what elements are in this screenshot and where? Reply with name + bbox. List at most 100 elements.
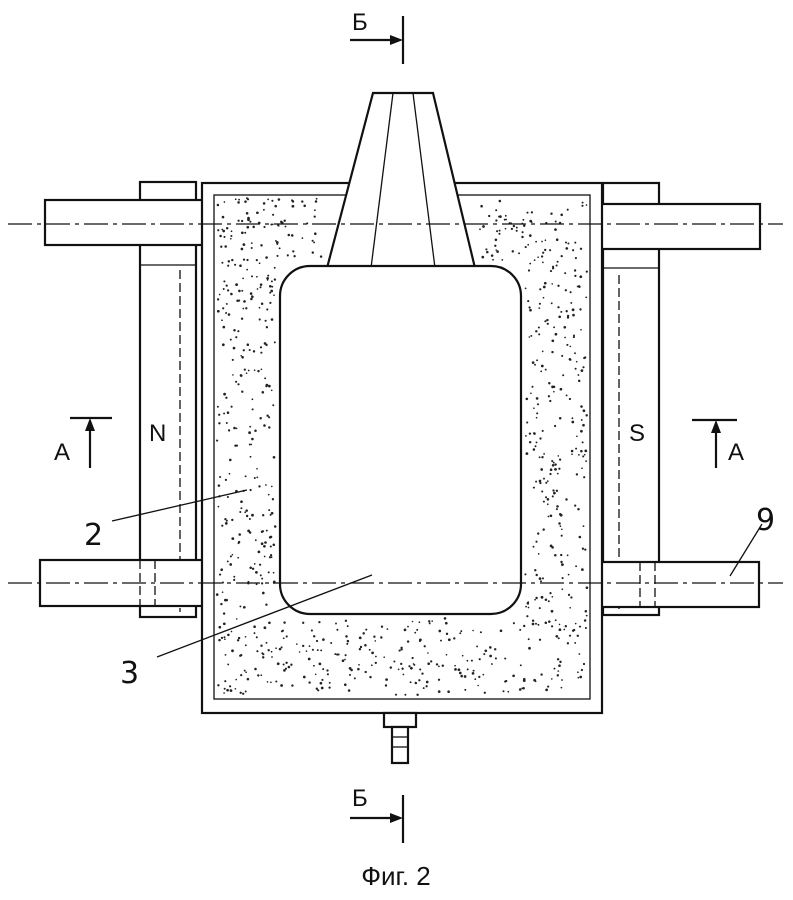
filler-dot <box>249 292 253 295</box>
filler-dot <box>219 475 222 479</box>
filler-dot <box>578 535 582 539</box>
filler-dot <box>565 394 568 397</box>
filler-dot <box>518 252 521 255</box>
filler-dot <box>237 540 241 544</box>
filler-dot <box>220 568 224 572</box>
filler-dot <box>258 262 261 265</box>
filler-dot <box>226 688 229 692</box>
filler-dot <box>393 660 396 663</box>
filler-dot <box>261 577 264 580</box>
filler-dot <box>541 577 545 580</box>
filler-dot <box>263 225 266 229</box>
filler-dot <box>566 642 570 645</box>
filler-dot <box>228 685 232 688</box>
filler-dot <box>526 615 529 618</box>
filler-dot <box>479 228 481 231</box>
filler-dot <box>235 283 239 286</box>
filler-dot <box>526 421 529 424</box>
filler-dot <box>522 679 526 683</box>
filler-dot <box>270 556 273 559</box>
filler-dot <box>237 556 240 559</box>
filler-dot <box>261 652 264 655</box>
filler-dot <box>531 361 535 364</box>
filler-dot <box>485 248 488 251</box>
filler-dot <box>263 424 266 427</box>
filler-dot <box>223 636 226 639</box>
filler-dot <box>542 251 545 254</box>
filler-dot <box>523 624 526 628</box>
filler-dot <box>365 628 368 631</box>
filler-dot <box>260 530 264 534</box>
filler-dot <box>578 625 582 628</box>
filler-dot <box>253 563 256 565</box>
filler-dot <box>223 412 226 415</box>
filler-dot <box>537 326 540 329</box>
filler-dot <box>530 221 533 223</box>
filler-dot <box>561 679 563 681</box>
filler-dot <box>239 691 242 694</box>
filler-dot <box>544 368 547 371</box>
filler-dot <box>565 498 568 501</box>
filler-dot <box>235 427 238 430</box>
filler-dot <box>459 632 462 635</box>
filler-dot <box>243 300 246 303</box>
filler-dot <box>528 440 532 444</box>
filler-dot <box>574 257 577 260</box>
filler-dot <box>275 680 278 683</box>
filler-dot <box>241 390 244 393</box>
filler-dot <box>247 369 250 372</box>
filler-dot <box>585 204 588 206</box>
filler-dot <box>534 569 537 572</box>
filler-dot <box>270 223 273 226</box>
filler-dot <box>322 668 325 671</box>
filler-dot <box>312 635 316 638</box>
filler-dot <box>580 668 584 672</box>
filler-dot <box>258 318 261 321</box>
filler-dot <box>317 689 320 692</box>
filler-dot <box>217 229 220 232</box>
filler-dot <box>225 226 229 230</box>
filler-dot <box>244 511 247 514</box>
filler-dot <box>237 383 240 386</box>
filler-dot <box>569 345 572 348</box>
filler-dot <box>267 274 270 277</box>
filler-dot <box>249 455 252 458</box>
filler-dot <box>320 686 324 690</box>
filler-dot <box>544 496 548 499</box>
filler-dot <box>290 234 294 237</box>
filler-dot <box>253 625 256 628</box>
filler-dot <box>549 249 552 252</box>
filler-dot <box>551 339 555 343</box>
filler-dot <box>250 443 253 446</box>
filler-dot <box>357 667 360 671</box>
filler-dot <box>493 648 497 651</box>
filler-dot <box>570 449 574 453</box>
filler-dot <box>544 621 548 625</box>
filler-dot <box>569 291 572 294</box>
filler-dot <box>348 667 352 670</box>
filler-dot <box>572 249 575 252</box>
filler-dot <box>293 255 296 258</box>
filler-dot <box>311 251 315 254</box>
filler-dot <box>411 656 414 660</box>
filler-dot <box>263 342 267 345</box>
filler-dot <box>225 422 228 424</box>
filler-dot <box>438 629 442 633</box>
filler-dot <box>281 629 284 632</box>
filler-dot <box>341 659 345 662</box>
filler-dot <box>247 218 250 222</box>
filler-dot <box>231 518 234 522</box>
filler-dot <box>328 681 331 684</box>
filler-dot <box>373 635 376 638</box>
filler-dot <box>531 619 535 622</box>
filler-dot <box>577 379 581 383</box>
cavity <box>278 264 523 616</box>
filler-dot <box>575 565 578 568</box>
filler-dot <box>571 453 573 456</box>
filler-dot <box>374 640 377 642</box>
filler-dot <box>272 571 275 574</box>
filler-dot <box>556 674 560 677</box>
filler-dot <box>482 225 485 228</box>
filler-dot <box>470 659 473 662</box>
filler-dot <box>567 242 570 245</box>
